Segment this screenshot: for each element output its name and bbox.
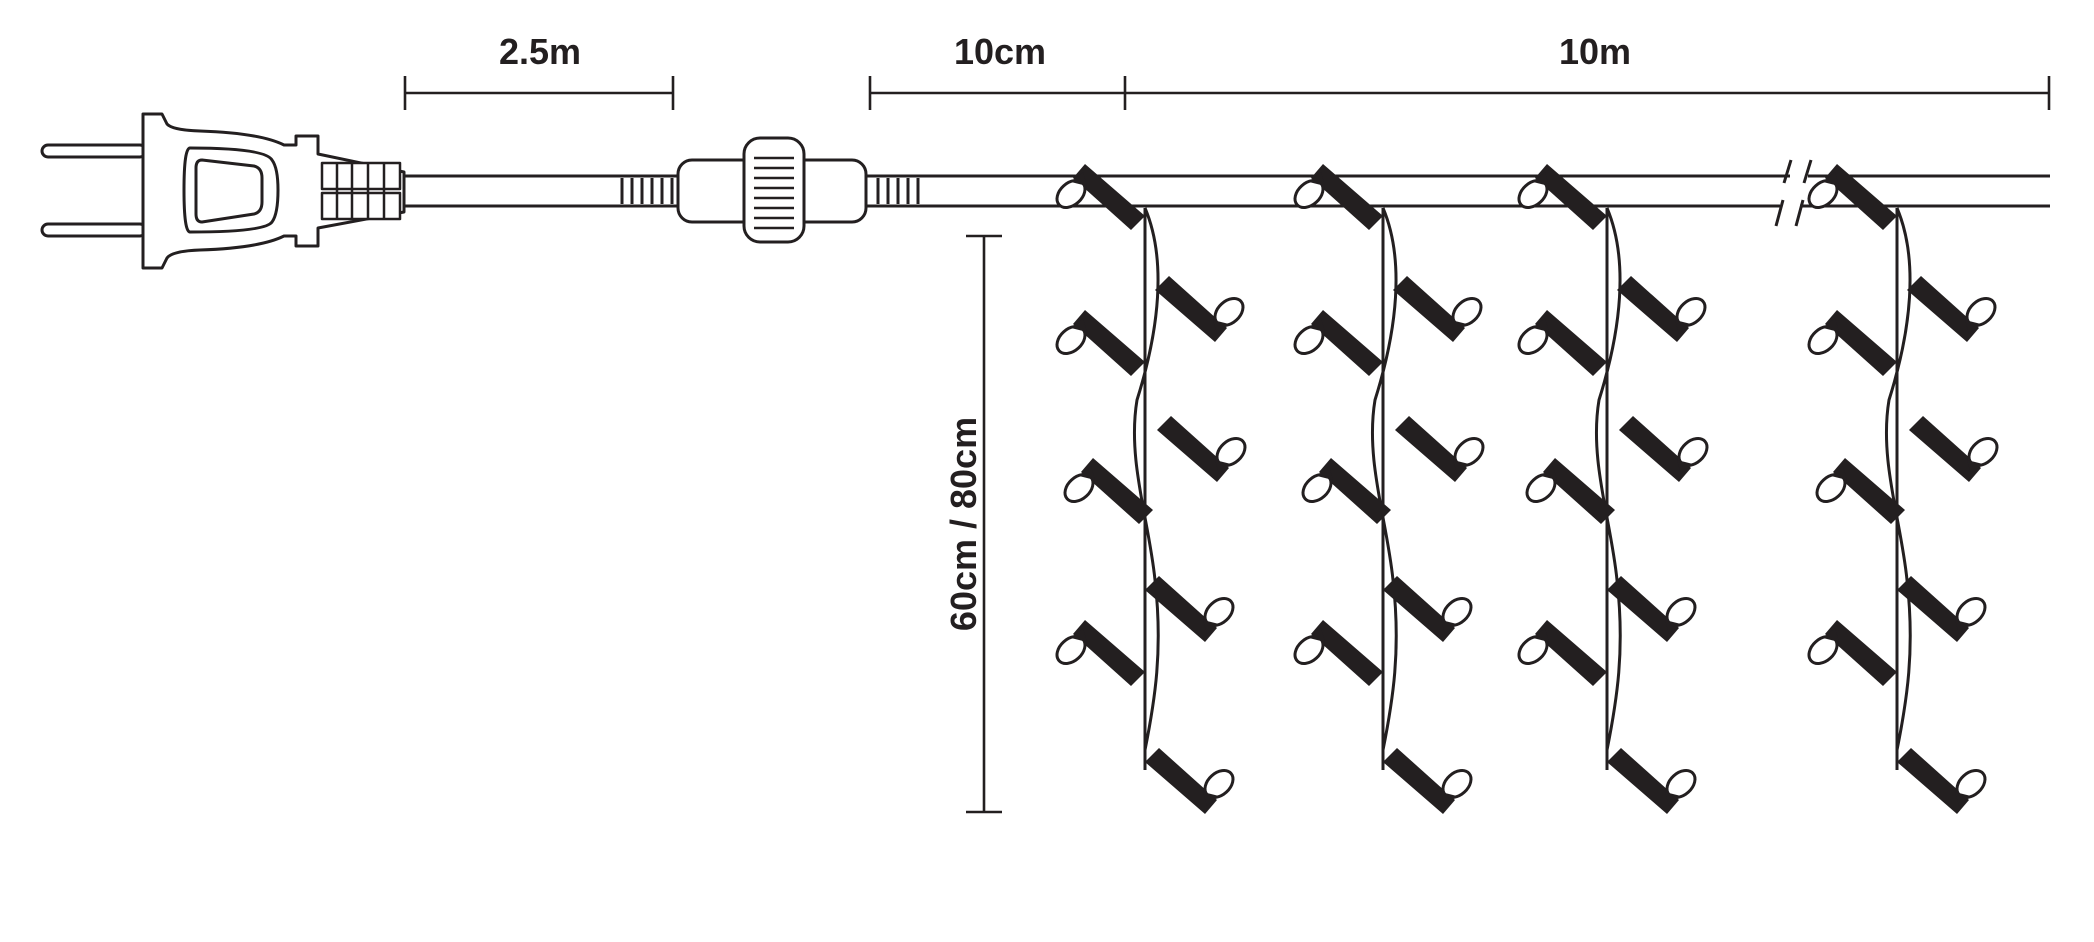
led-bulb-icon (1288, 308, 1385, 378)
led-bulb-icon (1802, 308, 1899, 378)
label-power-cable: 2.5m (499, 31, 581, 72)
strand (1512, 162, 1714, 816)
led-bulb-icon (1381, 746, 1478, 816)
led-bulb-icon (1288, 162, 1385, 232)
led-bulb-icon (1605, 746, 1702, 816)
led-bulb-icon (1050, 308, 1147, 378)
led-bulb-icon (1895, 746, 1992, 816)
dimension-drop-height (966, 234, 1002, 814)
led-bulb-icon (1617, 414, 1714, 484)
power-cable (404, 174, 690, 208)
led-bulb-icon (1050, 618, 1147, 688)
led-bulb-icon (1393, 414, 1490, 484)
plug-icon (40, 112, 406, 270)
strand (1288, 162, 1490, 816)
led-bulb-icon (1512, 618, 1609, 688)
led-bulb-icon (1391, 274, 1488, 344)
led-bulb-icon (1512, 162, 1609, 232)
strand-wire (1595, 207, 1622, 751)
led-bulb-icon (1155, 414, 1252, 484)
led-bulb-icon (1802, 162, 1899, 232)
led-bulb-icon (1512, 308, 1609, 378)
led-bulb-icon (1050, 162, 1147, 232)
dimension-lead-cable (868, 76, 1127, 110)
led-bulb-icon (1153, 274, 1250, 344)
connector-icon (676, 136, 868, 244)
led-bulb-icon (1905, 274, 2002, 344)
led-bulb-icon (1615, 274, 1712, 344)
led-bulb-icon (1288, 618, 1385, 688)
led-bulb-icon (1143, 746, 1240, 816)
strand (1050, 162, 1252, 816)
light-strands (1050, 162, 2004, 816)
label-curtain-length: 10m (1559, 31, 1631, 72)
strand (1802, 162, 2004, 816)
label-drop-height: 60cm / 80cm (943, 417, 984, 631)
strand-wire (1371, 207, 1398, 751)
strand-wire (1133, 207, 1160, 751)
label-lead-cable: 10cm (954, 31, 1046, 72)
led-bulb-icon (1802, 618, 1899, 688)
strand-wire (1885, 207, 1912, 751)
dimension-power-cable (403, 76, 675, 110)
dimension-curtain-length (1125, 76, 2051, 110)
led-bulb-icon (1907, 414, 2004, 484)
